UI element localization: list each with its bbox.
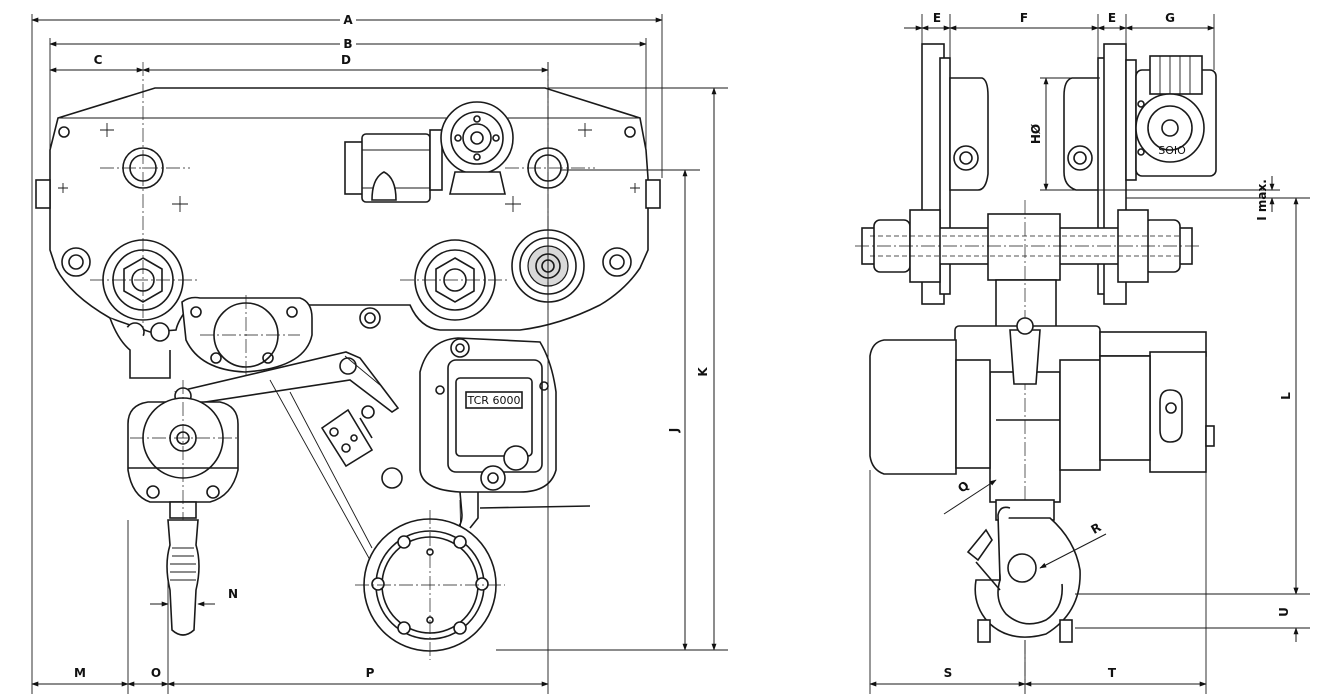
side-view: SOIO xyxy=(855,10,1310,694)
front-extension-lines xyxy=(31,14,728,694)
pendant-grip xyxy=(166,519,200,636)
side-bottom-hook xyxy=(966,499,1081,643)
dim-label-k: K xyxy=(696,367,710,377)
side-motor-label: SOIO xyxy=(1158,144,1186,157)
end-stop-left xyxy=(35,179,51,209)
dim-label-h: HØ xyxy=(1029,124,1043,144)
end-stop-right xyxy=(645,179,661,209)
dim-label-g: G xyxy=(1165,11,1175,25)
dim-label-j: J xyxy=(667,428,681,433)
bolt-markers xyxy=(58,123,640,212)
travel-gear-motor xyxy=(344,101,514,203)
load-chain xyxy=(269,379,371,561)
anti-drop-rollers xyxy=(61,247,632,277)
bolt xyxy=(381,467,403,489)
side-control-box xyxy=(1099,331,1215,473)
dim-label-m: M xyxy=(74,666,86,680)
front-view: TCR 6000 xyxy=(31,13,728,694)
dim-label-b: B xyxy=(343,37,352,51)
motor-nameplate: TCR 6000 xyxy=(467,394,521,407)
dim-label-e-right: E xyxy=(1108,11,1116,25)
dim-label-i: I max. xyxy=(1255,179,1269,221)
dim-label-o: O xyxy=(151,666,161,680)
dim-label-l: L xyxy=(1279,392,1293,400)
side-dimension-lines xyxy=(869,25,1299,687)
hoist-motor: TCR 6000 xyxy=(419,337,591,531)
side-wheel-right xyxy=(1063,43,1127,305)
dim-label-p: P xyxy=(366,666,375,680)
dim-label-q: Q xyxy=(955,478,972,495)
dim-label-n: N xyxy=(228,587,238,601)
dim-label-u: U xyxy=(1277,607,1291,617)
dim-label-a: A xyxy=(343,13,353,27)
dim-label-e-left: E xyxy=(933,11,941,25)
dim-label-t: T xyxy=(1108,666,1117,680)
side-hoist-motor xyxy=(869,339,1101,475)
dim-label-c: C xyxy=(94,53,103,67)
limit-switch xyxy=(320,405,375,468)
side-travel-motor: SOIO xyxy=(1125,55,1217,181)
dim-label-r: R xyxy=(1088,520,1103,537)
side-cross-shaft xyxy=(855,209,1200,283)
dim-label-f: F xyxy=(1020,11,1028,25)
dim-label-d: D xyxy=(341,53,351,67)
dim-label-s: S xyxy=(944,666,953,680)
